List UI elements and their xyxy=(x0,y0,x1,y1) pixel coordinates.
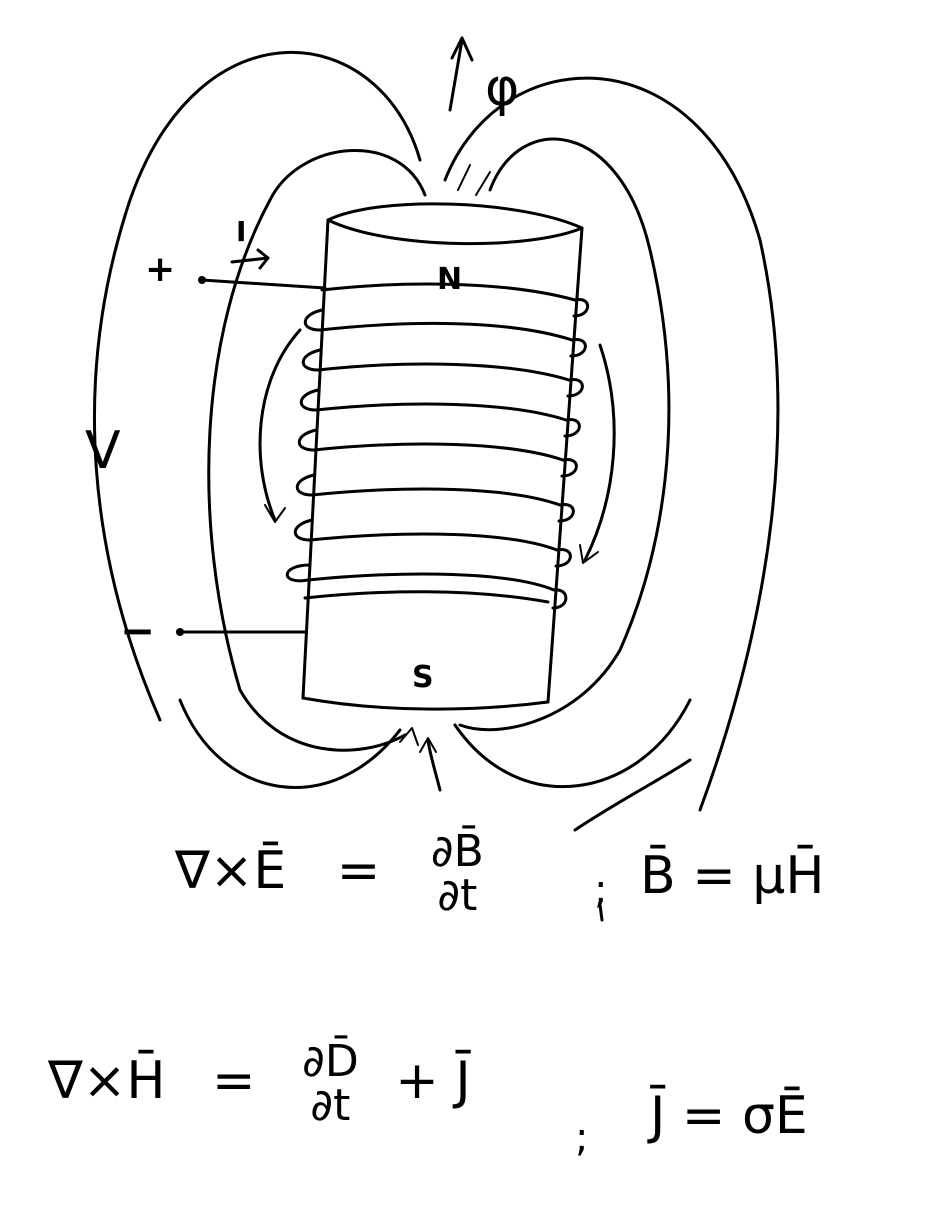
ampere-current-term: + J̄ xyxy=(395,1051,471,1111)
field-line-outer-right-bottom xyxy=(453,698,692,788)
flux-arrow xyxy=(448,36,474,112)
ampere-numerator: ∂D̄ xyxy=(302,1036,359,1087)
flux-tick-2 xyxy=(475,171,491,196)
separator-1: ; xyxy=(594,867,608,913)
ampere-lhs: ∇×H̄ xyxy=(48,1051,166,1111)
plus-label: + xyxy=(145,249,176,290)
field-line-outer-left-bottom xyxy=(178,698,402,789)
current-arrow xyxy=(230,248,270,270)
separator-2: ; xyxy=(575,1115,589,1161)
faraday-lhs: ∇×Ē xyxy=(175,841,287,901)
current-label: I xyxy=(236,215,247,248)
core-right-side xyxy=(546,226,584,704)
field-line-inner-right xyxy=(583,343,616,562)
field-line-mid-left xyxy=(207,149,427,752)
faraday-numerator: ∂B̄ xyxy=(430,826,484,877)
field-lines xyxy=(92,51,780,832)
ampere-fraction: ∂D̄ ∂t xyxy=(302,1040,359,1128)
b-mu-h-equation: B̄ = μH̄ xyxy=(640,846,825,906)
core-left-side xyxy=(301,218,330,700)
field-line-outer-left xyxy=(92,51,422,722)
faraday-fraction: ∂B̄ ∂t xyxy=(431,830,484,918)
minus-label: − xyxy=(120,606,156,655)
arrow-bottom-left xyxy=(399,727,419,746)
core-bottom xyxy=(301,696,550,711)
field-line-bottom-small xyxy=(573,758,692,832)
voltage-label: V xyxy=(85,421,121,481)
arrow-inner-left xyxy=(264,504,286,523)
core-cylinder xyxy=(301,202,584,711)
faraday-equation: ∇×Ē = ∂B̄ ∂t xyxy=(175,830,484,918)
core-bottom-band xyxy=(303,590,550,604)
field-line-inner-left xyxy=(258,328,302,522)
arrow-bottom-center-head xyxy=(419,737,437,753)
ampere-equals: = xyxy=(212,1051,256,1111)
faraday-equals: = xyxy=(336,841,381,901)
field-line-mid-right xyxy=(458,137,671,732)
ampere-equation: ∇×H̄ = ∂D̄ ∂t + J̄ xyxy=(48,1040,471,1128)
equation-separator-tick-1 xyxy=(598,903,604,922)
terminals xyxy=(176,248,327,636)
core-top xyxy=(326,202,584,246)
flux-tick-1 xyxy=(457,164,471,191)
south-pole-label: S xyxy=(412,660,434,695)
coil-windings xyxy=(285,282,590,610)
j-sigma-e-equation: J̄ = σĒ xyxy=(650,1086,808,1146)
positive-lead xyxy=(200,278,327,290)
field-line-outer-right xyxy=(443,76,780,812)
north-pole-label: N xyxy=(437,262,463,297)
flux-label: φ xyxy=(485,58,520,118)
faraday-denominator: ∂t xyxy=(437,870,478,921)
arrow-inner-right xyxy=(579,544,599,564)
arrow-bottom-center-shaft xyxy=(426,738,442,792)
ampere-denominator: ∂t xyxy=(310,1080,351,1131)
